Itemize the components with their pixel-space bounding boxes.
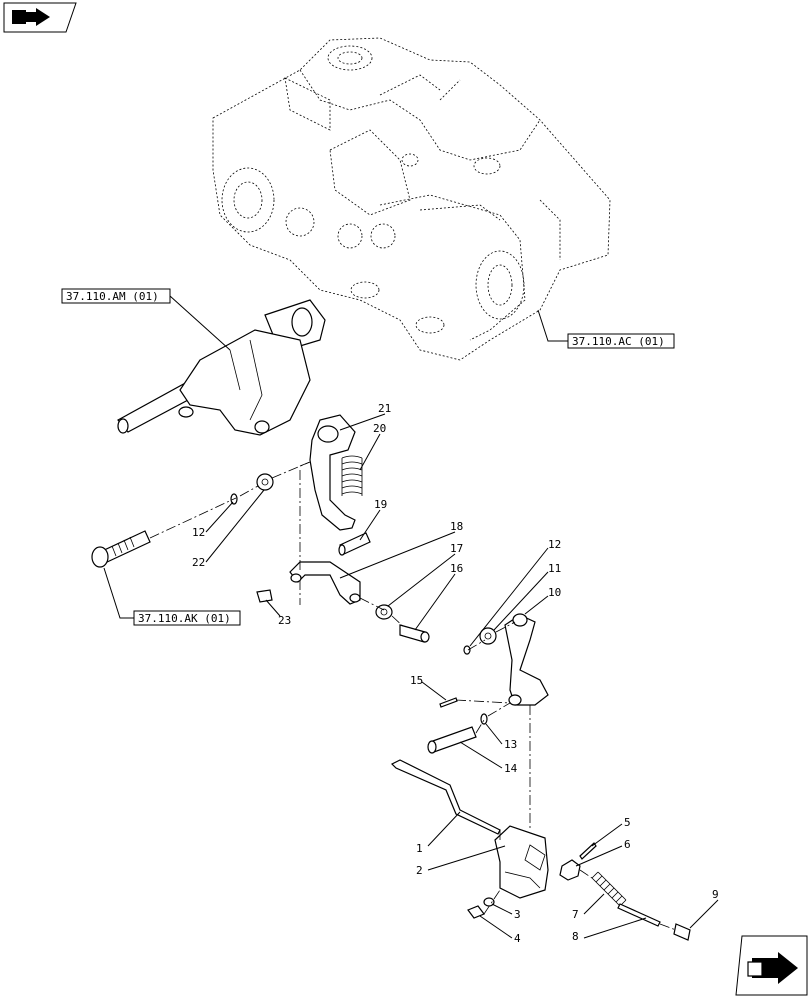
centerlines bbox=[149, 461, 677, 931]
callout-14: 14 bbox=[459, 741, 518, 775]
svg-text:5: 5 bbox=[624, 816, 631, 829]
callout-7: 7 bbox=[572, 893, 605, 921]
svg-text:13: 13 bbox=[504, 738, 517, 751]
reference-ak[interactable]: 37.110.AK (01) bbox=[103, 567, 241, 626]
part-11-bushing bbox=[479, 627, 497, 645]
part-1-rod bbox=[390, 759, 501, 835]
part-8-rod bbox=[617, 903, 661, 927]
rock-shaft-assembly bbox=[117, 299, 326, 436]
svg-text:8: 8 bbox=[572, 930, 579, 943]
part-10-lever bbox=[504, 613, 549, 706]
part-19-pin bbox=[338, 532, 371, 556]
svg-text:4: 4 bbox=[514, 932, 521, 945]
callout-15: 15 bbox=[410, 674, 447, 701]
callout-9: 9 bbox=[689, 888, 719, 929]
svg-text:19: 19 bbox=[374, 498, 387, 511]
svg-text:9: 9 bbox=[712, 888, 719, 901]
callout-1: 1 bbox=[416, 811, 461, 855]
lift-housing bbox=[212, 37, 611, 361]
ak-pin bbox=[91, 530, 151, 568]
svg-text:3: 3 bbox=[514, 908, 521, 921]
reference-ac[interactable]: 37.110.AC (01) bbox=[537, 309, 675, 349]
callout-5: 5 bbox=[591, 816, 631, 847]
part-20-spring bbox=[341, 455, 363, 496]
callout-22: 22 bbox=[192, 489, 265, 569]
callout-13: 13 bbox=[485, 723, 517, 751]
part-16-bolt bbox=[399, 624, 430, 643]
callout-12-right: 12 bbox=[469, 538, 561, 647]
svg-text:16: 16 bbox=[450, 562, 463, 575]
reference-ac-label: 37.110.AC (01) bbox=[572, 335, 665, 348]
callout-8: 8 bbox=[572, 917, 647, 943]
part-17-nut bbox=[375, 604, 393, 620]
svg-text:11: 11 bbox=[548, 562, 561, 575]
callout-2: 2 bbox=[416, 845, 506, 877]
part-13-washer bbox=[480, 713, 488, 725]
svg-text:2: 2 bbox=[416, 864, 423, 877]
svg-text:15: 15 bbox=[410, 674, 423, 687]
part-14-pin bbox=[427, 726, 477, 754]
part-23-clip bbox=[256, 589, 273, 603]
svg-text:10: 10 bbox=[548, 586, 561, 599]
part-7-spring bbox=[591, 871, 627, 907]
callout-3: 3 bbox=[491, 903, 521, 921]
part-21-lever bbox=[299, 414, 356, 531]
callout-11: 11 bbox=[493, 562, 561, 631]
svg-text:12: 12 bbox=[548, 538, 561, 551]
svg-text:22: 22 bbox=[192, 556, 205, 569]
callout-19: 19 bbox=[359, 498, 387, 541]
part-18-bracket bbox=[289, 561, 361, 605]
svg-text:23: 23 bbox=[278, 614, 291, 627]
callout-4: 4 bbox=[479, 915, 521, 945]
part-22-bushing bbox=[256, 473, 274, 491]
callout-20: 20 bbox=[359, 422, 386, 471]
part-4-bolt bbox=[467, 905, 485, 919]
svg-text:17: 17 bbox=[450, 542, 463, 555]
reference-am-label: 37.110.AM (01) bbox=[66, 290, 159, 303]
part-9-pin bbox=[673, 923, 691, 941]
callout-12-left: 12 bbox=[192, 501, 234, 539]
part-5-pin bbox=[579, 842, 597, 860]
arrow-icon[interactable] bbox=[735, 935, 808, 996]
svg-text:20: 20 bbox=[373, 422, 386, 435]
part-6-nut bbox=[559, 859, 581, 881]
callout-6: 6 bbox=[575, 838, 631, 867]
callout-21: 21 bbox=[339, 402, 391, 431]
svg-text:12: 12 bbox=[192, 526, 205, 539]
part-12-washer-right bbox=[463, 645, 471, 655]
callout-10: 10 bbox=[524, 586, 561, 615]
book-arrow-icon[interactable] bbox=[3, 2, 77, 33]
callout-16: 16 bbox=[414, 562, 463, 631]
svg-text:18: 18 bbox=[450, 520, 463, 533]
svg-text:7: 7 bbox=[572, 908, 579, 921]
part-2-bracket bbox=[494, 825, 549, 899]
reference-ak-label: 37.110.AK (01) bbox=[138, 612, 231, 625]
svg-text:6: 6 bbox=[624, 838, 631, 851]
callout-18: 18 bbox=[339, 520, 463, 579]
callout-23: 23 bbox=[265, 599, 291, 627]
svg-text:1: 1 bbox=[416, 842, 423, 855]
svg-text:14: 14 bbox=[504, 762, 518, 775]
svg-text:21: 21 bbox=[378, 402, 391, 415]
callout-17: 17 bbox=[387, 542, 463, 607]
part-15-pin bbox=[439, 697, 458, 708]
reference-am[interactable]: 37.110.AM (01) bbox=[61, 288, 231, 351]
